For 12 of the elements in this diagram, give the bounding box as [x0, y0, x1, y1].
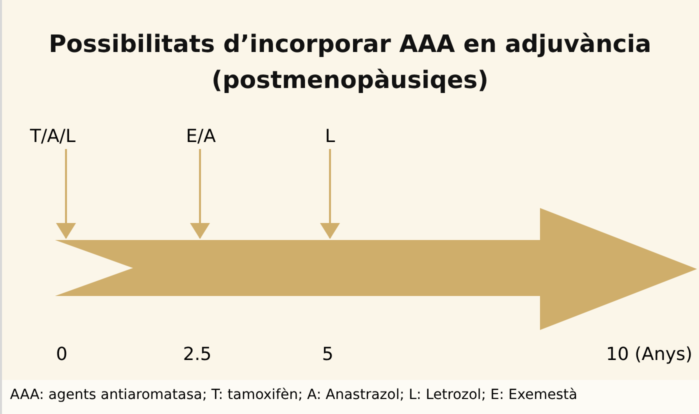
timepoint-label: L — [325, 126, 336, 147]
arrow — [190, 149, 210, 239]
axis-tick-label: 2.5 — [183, 344, 212, 365]
timepoint-label: E/A — [186, 126, 216, 147]
timepoint-label: T/A/L — [30, 126, 76, 147]
arrow — [56, 149, 76, 239]
diagram-title: Possibilitats d’incorporar AAA en adjuvància (postmenopàusiqes) — [48, 29, 652, 96]
axis-tick-label: 10 (Anys) — [606, 344, 692, 365]
arrow — [320, 149, 340, 239]
caption-note: AAA: agents antiaromatasa; T: tamoxifèn; A: Anastrazol; L: Letrozol; E: Exemestà — [10, 387, 578, 403]
axis-tick-label: 0 — [56, 344, 68, 365]
axis-tick-label: 5 — [322, 344, 334, 365]
